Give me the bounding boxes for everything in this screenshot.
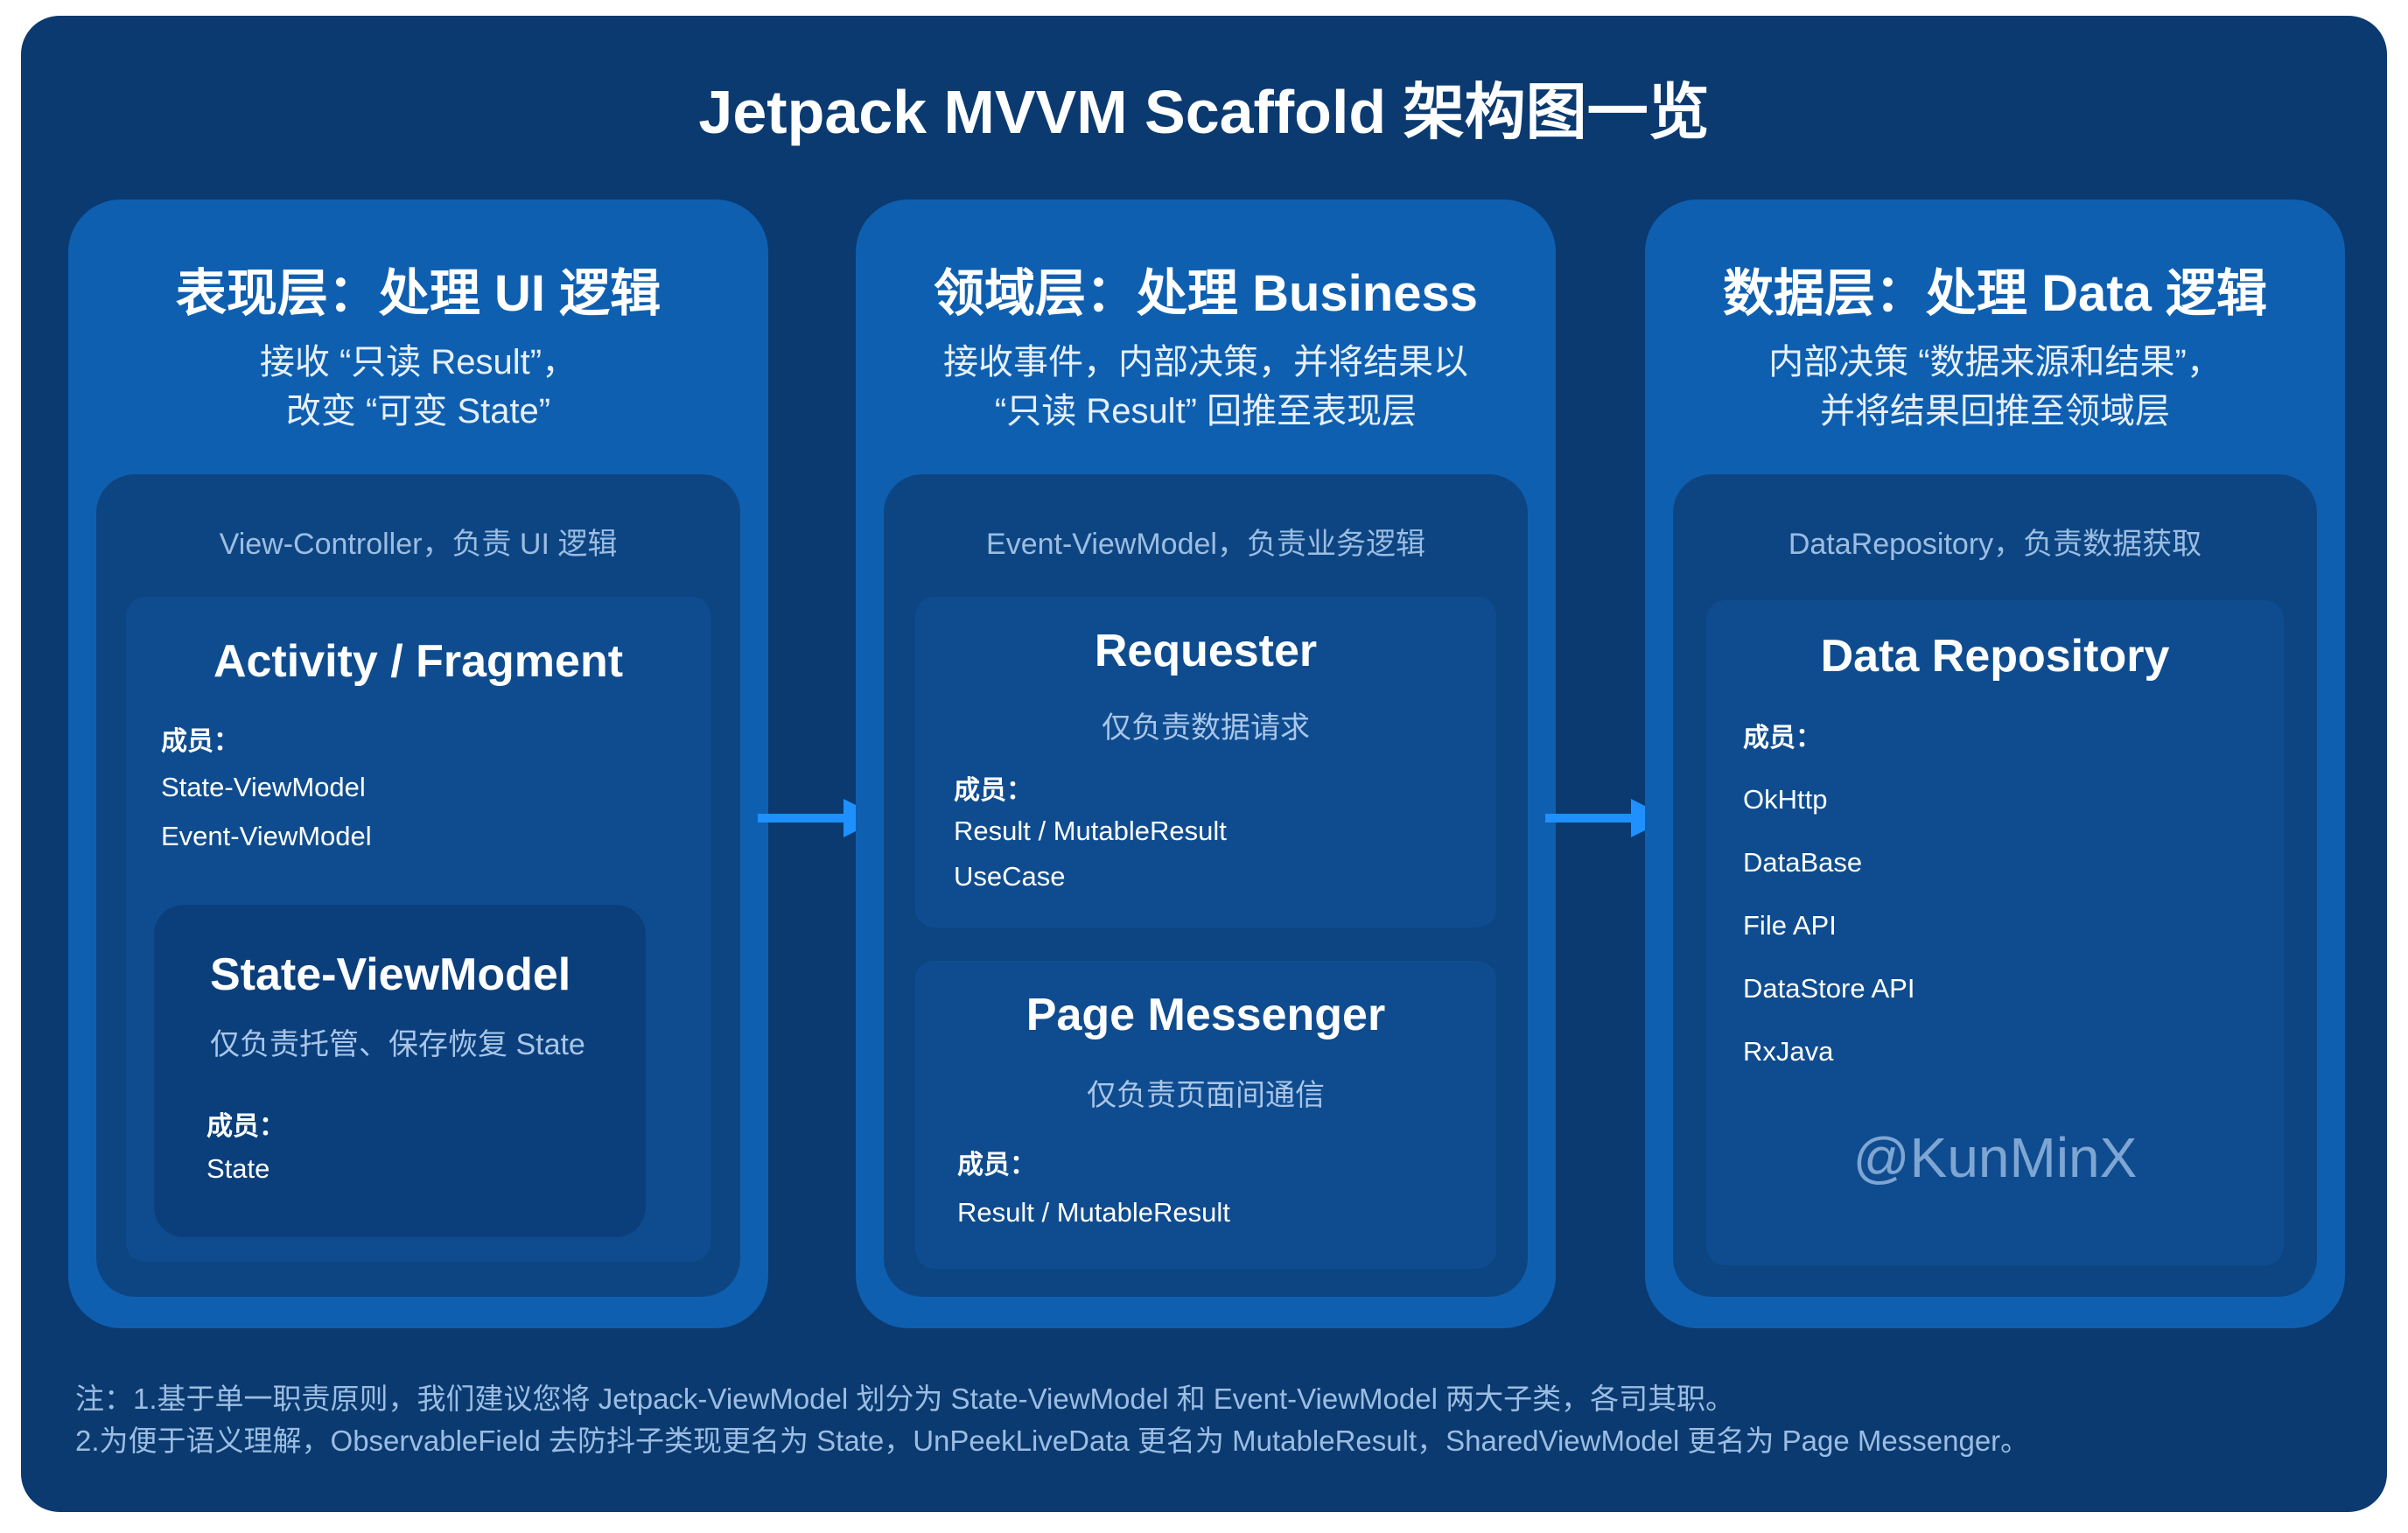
member-item: File API [1743,910,1837,941]
activity-fragment-title: Activity / Fragment [213,636,624,687]
member-item: State [206,1153,270,1184]
data-layer-subtitle-line2: 并将结果回推至领域层 [1820,392,2170,430]
requester-card: Requester 仅负责数据请求 成员： Result / MutableRe… [915,597,1496,928]
page-messenger-desc: 仅负责页面间通信 [1087,1079,1325,1112]
data-layer-column: 数据层：处理 Data 逻辑 内部决策 “数据来源和结果”， 并将结果回推至领域… [1645,200,2345,1328]
state-viewmodel-title: State-ViewModel [210,949,571,1000]
data-repository-label: DataRepository，负责数据获取 [1788,528,2202,561]
data-repository-card: Data Repository 成员： OkHttp DataBase File… [1706,600,2284,1265]
activity-fragment-members-label: 成员： [161,727,240,756]
presentation-layer-subtitle-line1: 接收 “只读 Result”， [259,343,578,382]
view-controller-label: View-Controller，负责 UI 逻辑 [219,528,618,561]
domain-layer-title: 领域层：处理 Business [934,265,1478,322]
view-controller-panel: View-Controller，负责 UI 逻辑 Activity / Frag… [96,474,740,1297]
requester-desc: 仅负责数据请求 [1102,711,1310,745]
activity-fragment-card: Activity / Fragment 成员： State-ViewModel … [126,597,710,1262]
page-messenger-card: Page Messenger 仅负责页面间通信 成员： Result / Mut… [915,961,1496,1269]
data-layer-title: 数据层：处理 Data 逻辑 [1723,265,2267,322]
state-viewmodel-members-label: 成员： [206,1112,285,1141]
footnote-1: 注：1.基于单一职责原则，我们建议您将 Jetpack-ViewModel 划分… [75,1382,1735,1415]
domain-layer-subtitle-line1: 接收事件，内部决策，并将结果以 [943,343,1468,382]
member-item: RxJava [1743,1036,1834,1067]
event-viewmodel-label: Event-ViewModel，负责业务逻辑 [986,528,1425,561]
domain-layer-subtitle-line2: “只读 Result” 回推至表现层 [994,392,1418,430]
presentation-layer-column: 表现层：处理 UI 逻辑 接收 “只读 Result”， 改变 “可变 Stat… [68,200,768,1328]
member-item: Result / MutableResult [957,1197,1230,1228]
member-item: State-ViewModel [161,772,366,802]
author-watermark: @KunMinX [1852,1126,2138,1189]
data-layer-subtitle-line1: 内部决策 “数据来源和结果”， [1768,343,2222,382]
requester-members-label: 成员： [954,776,1032,805]
data-repository-panel: DataRepository，负责数据获取 Data Repository 成员… [1673,474,2317,1297]
member-item: DataBase [1743,847,1863,878]
requester-title: Requester [1094,626,1318,676]
page-messenger-title: Page Messenger [1026,990,1386,1040]
footnote-2: 2.为便于语义理解，ObservableField 去防抖子类现更名为 Stat… [75,1424,2030,1457]
page-messenger-members-label: 成员： [957,1151,1036,1180]
state-viewmodel-card: State-ViewModel 仅负责托管、保存恢复 State 成员： Sta… [154,905,646,1237]
diagram-title: Jetpack MVVM Scaffold 架构图一览 [698,78,1710,146]
event-viewmodel-panel: Event-ViewModel，负责业务逻辑 Requester 仅负责数据请求… [884,474,1528,1297]
member-item: OkHttp [1743,784,1828,815]
member-item: UseCase [954,861,1066,892]
member-item: DataStore API [1743,973,1915,1004]
data-repository-members-label: 成员： [1743,724,1822,752]
presentation-layer-title: 表现层：处理 UI 逻辑 [175,265,662,322]
member-item: Result / MutableResult [954,816,1227,846]
state-viewmodel-desc: 仅负责托管、保存恢复 State [210,1028,585,1061]
member-item: Event-ViewModel [161,821,372,851]
presentation-layer-subtitle-line2: 改变 “可变 State” [285,392,551,430]
data-repository-title: Data Repository [1820,631,2170,682]
domain-layer-column: 领域层：处理 Business 接收事件，内部决策，并将结果以 “只读 Resu… [856,200,1556,1328]
